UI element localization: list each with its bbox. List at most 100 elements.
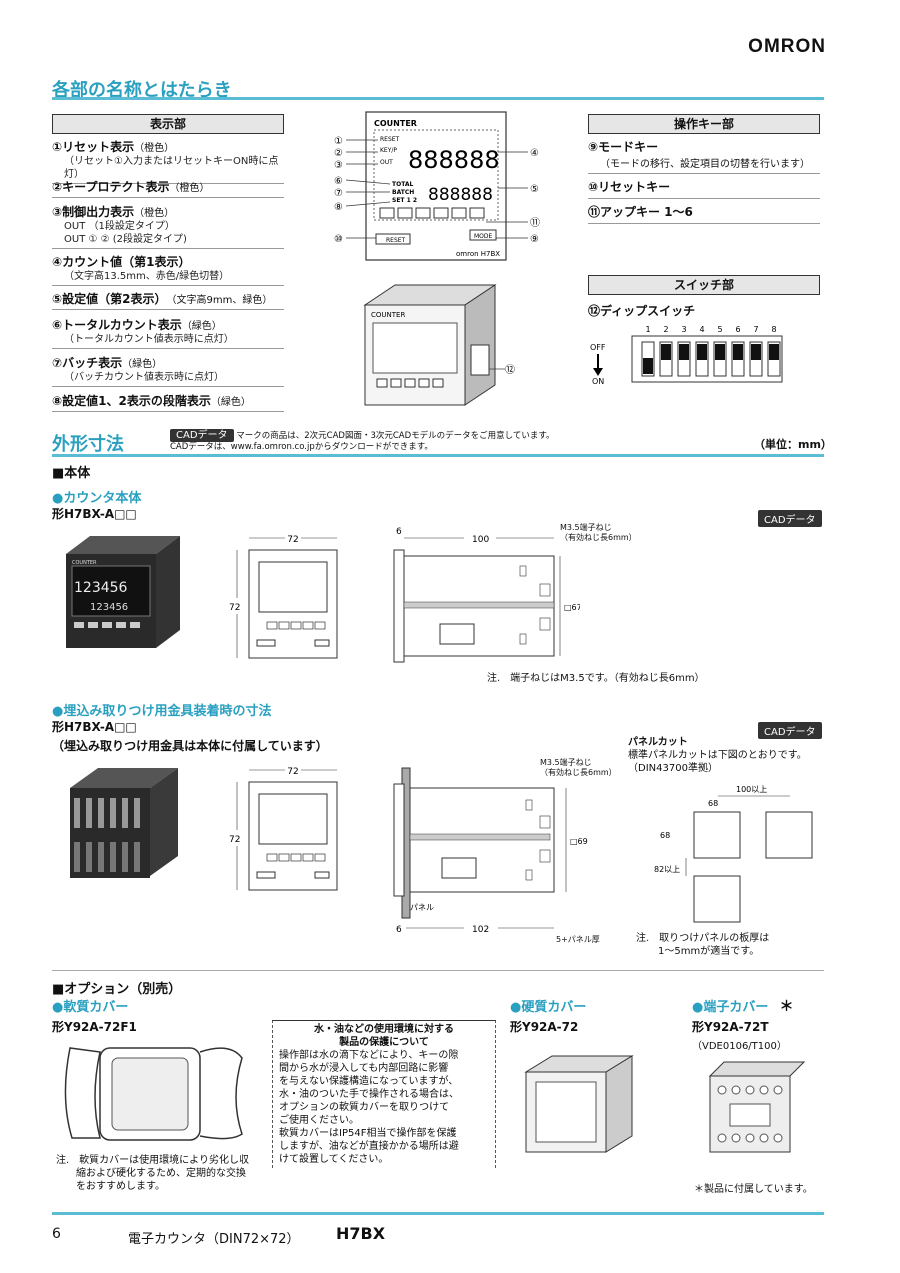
screw-sub-2: （有効ねじ長6mm） (540, 768, 617, 777)
screw-sub-1: （有効ねじ長6mm） (560, 533, 637, 542)
dim-width-1: 72 (287, 535, 298, 545)
svg-text:COUNTER: COUNTER (72, 560, 97, 566)
dip-number: 6 (735, 325, 740, 334)
env-line: ご使用ください。 (279, 1115, 359, 1126)
env-lines: 操作部は水の滴下などにより、キーの隙間から水が浸入しても内部回路に影響を与えない… (279, 1049, 489, 1166)
dip-number: 3 (681, 325, 686, 334)
thickness-label: 5+パネル厚 (556, 935, 600, 944)
display-item-sub: （文字高13.5mm、赤色/緑色切替） (64, 271, 230, 282)
section-rule (52, 454, 824, 457)
soft-note-3: をおすすめします。 (76, 1181, 165, 1192)
switch-header: スイッチ部 (588, 275, 820, 295)
svg-text:②: ② (334, 148, 343, 159)
key-item-title: ⑪アップキー 1〜6 (588, 205, 693, 219)
dim-width-2: 72 (287, 767, 298, 777)
dim-height-2: 72 (229, 835, 240, 845)
svg-text:COUNTER: COUNTER (371, 311, 405, 319)
display-item-note: （緑色） (122, 359, 163, 370)
display-item-title: ①リセット表示 (52, 140, 135, 154)
svg-text:⑧: ⑧ (334, 202, 343, 213)
hard-cover-image (524, 1055, 634, 1153)
svg-text:⑦: ⑦ (334, 188, 343, 199)
soft-note-1: 注. 軟質カバーは使用環境により劣化し収 (56, 1155, 249, 1166)
panel-mode-key-label: MODE (474, 233, 493, 240)
svg-text:⑪: ⑪ (530, 217, 540, 229)
dim-6-2: 6 (396, 925, 402, 935)
cad-badge-1: CADデータ (758, 510, 822, 527)
key-item-title: ⑩リセットキー (588, 180, 671, 194)
cad-note-2: CADデータは、www.fa.omron.co.jpからダウンロードができます。 (170, 442, 433, 452)
env-line: を与えない保護構造になっていますが、 (279, 1076, 459, 1087)
dip-number: 1 (645, 325, 650, 334)
display-item-title: ③制御出力表示 (52, 205, 135, 219)
page-number: 6 (52, 1226, 61, 1242)
model-2: 形H7BX-A□□ (52, 720, 137, 734)
display-item-sub: OUT （1段設定タイプ） (64, 221, 175, 232)
panel-keyp-indicator: KEY/P (380, 147, 397, 154)
panel-batch-label: BATCH (392, 189, 414, 196)
display-item-title: ⑦バッチ表示 (52, 356, 123, 370)
svg-text:⑨: ⑨ (530, 234, 539, 245)
display-item: ⑤設定値（第2表示）（文字高9mm、緑色） (52, 290, 284, 310)
hard-cover-title: ●硬質カバー (510, 1000, 587, 1015)
flush-mount-photo (70, 768, 178, 878)
dip-number: 2 (663, 325, 668, 334)
side-view-2: □69 パネル 6 102 (393, 767, 588, 935)
svg-text:①: ① (334, 136, 343, 147)
soft-cover-title: ●軟質カバー (52, 1000, 129, 1015)
dip-switch-knob (751, 344, 761, 360)
dim-sq-1: □67.6 (564, 603, 580, 612)
key-item-title: ⑨モードキー (588, 140, 659, 154)
env-title-2: 製品の保護について (339, 1037, 429, 1048)
dip-switch-knob (715, 344, 725, 360)
display-item: ⑥トータルカウント表示（緑色）（トータルカウント値表示時に点灯） (52, 316, 284, 349)
panel-counter-label: COUNTER (374, 119, 417, 128)
panelcut-desc-1: 標準パネルカットは下図のとおりです。 (628, 750, 807, 761)
panelcut-68b: 68 (660, 831, 670, 840)
product-perspective-image: COUNTER ⑫ (363, 284, 515, 406)
model-1: 形H7BX-A□□ (52, 507, 137, 521)
terminal-cover-image (708, 1061, 806, 1153)
dip-switch-knob (643, 358, 653, 374)
cad-badge-inline: CADデータ (170, 429, 234, 442)
svg-text:④: ④ (530, 148, 539, 159)
dim-sq-2: □69 (570, 837, 588, 846)
footer-rule (52, 1212, 824, 1215)
dip-switch-knob (733, 344, 743, 360)
cad-badge-2: CADデータ (758, 722, 822, 739)
display-item: ③制御出力表示（橙色）OUT （1段設定タイプ）OUT ① ② (2段設定タイプ… (52, 203, 284, 249)
dip-switch-knob (679, 344, 689, 360)
display-item-sub: （リセット①入力またはリセットキーON時に点灯） (64, 156, 279, 180)
panelcut-desc-2: （DIN43700準拠） (628, 763, 718, 774)
display-item-sub: OUT ① ② (2段設定タイプ) (64, 234, 187, 245)
footer-model: H7BX (336, 1224, 386, 1243)
svg-text:123456: 123456 (90, 602, 128, 613)
unit-label: （単位：mm） (754, 438, 832, 451)
dip-number: 7 (753, 325, 758, 334)
terminal-cover-sub: （VDE0106/T100） (692, 1041, 787, 1052)
env-protection-box: 水・油などの使用環境に対する 製品の保護について 操作部は水の滴下などにより、キ… (272, 1020, 496, 1168)
dip-number: 4 (699, 325, 704, 334)
panelcut-diagram: 100以上 68 68 82以上 (654, 785, 813, 923)
section-title-dimensions: 外形寸法 (52, 434, 124, 455)
display-item-note: （橙色） (169, 183, 210, 194)
screw-label-2: M3.5端子ねじ (540, 758, 592, 767)
display-header: 表示部 (52, 114, 284, 134)
side-view-1: 6 100 □67.6 (393, 527, 580, 663)
dip-switch-knob (769, 344, 779, 360)
body-header: ■本体 (52, 466, 91, 481)
dip-switch-label: ⑫ディップスイッチ (588, 304, 696, 318)
key-item: ⑪アップキー 1〜6 (588, 203, 820, 224)
footer-title: 電子カウンタ（DIN72×72） (128, 1232, 300, 1247)
panel-set-label: SET 1 2 (392, 197, 417, 204)
display-item-sub: （トータルカウント値表示時に点灯） (64, 334, 234, 345)
dip-switch-knob (661, 344, 671, 360)
panel-label: パネル (410, 903, 434, 912)
display-item-sub: （バッチカウント値表示時に点灯） (64, 372, 224, 383)
callout-12: ⑫ (505, 364, 515, 376)
dip-switch-knob (697, 344, 707, 360)
env-line: 水・油のついた手で操作される場合は、 (279, 1089, 459, 1100)
dim-6-1: 6 (396, 527, 402, 537)
panel-sub-digits: 888888 (428, 185, 493, 205)
